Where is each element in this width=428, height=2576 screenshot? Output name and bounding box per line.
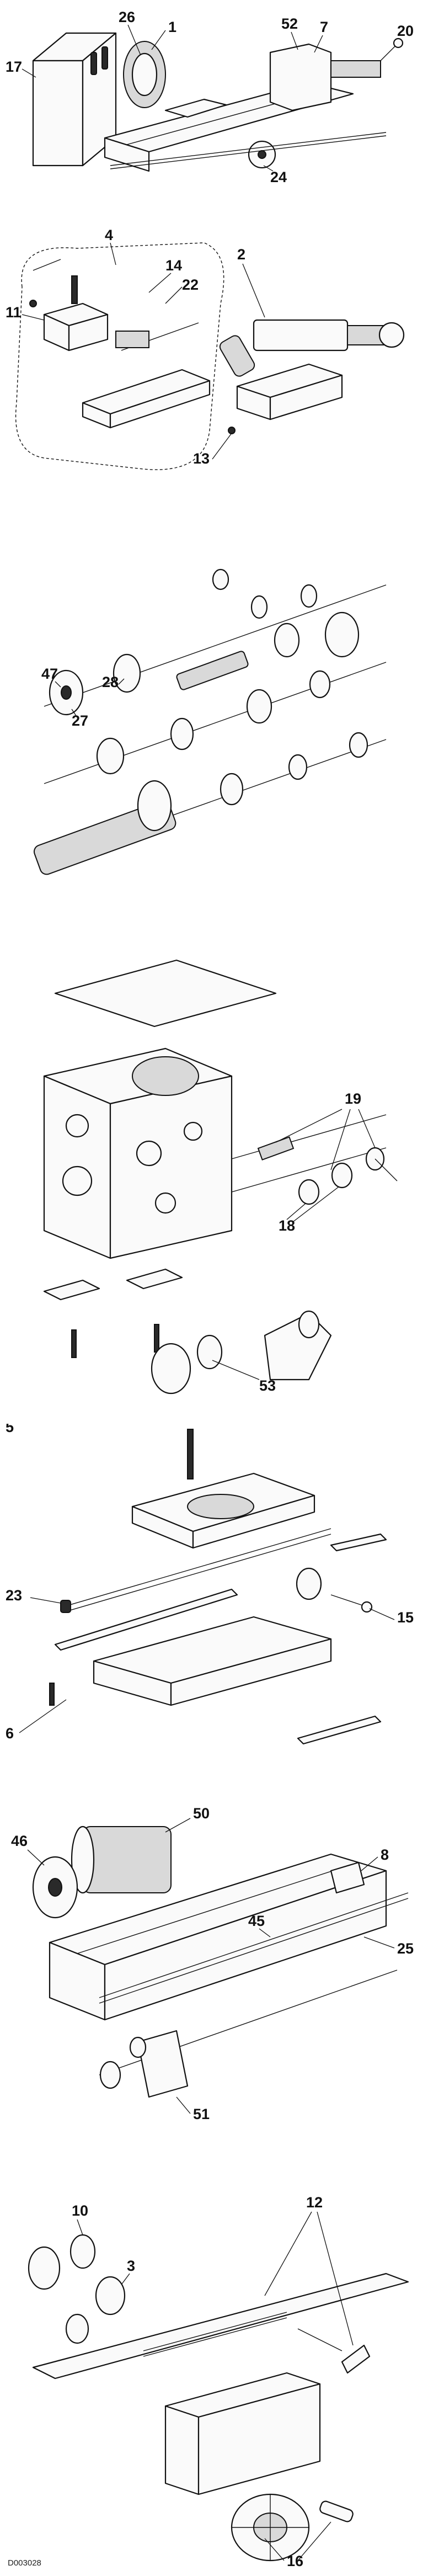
- callout-28: 28: [102, 674, 119, 690]
- gib-strip: [54, 1588, 238, 1651]
- panel-apron-handwheel: 10 12 3 16: [0, 2185, 428, 2572]
- gearbox-cover: [54, 959, 277, 1028]
- foot-left: [43, 1279, 100, 1301]
- callout-27: 27: [72, 712, 88, 729]
- carriage: [164, 98, 227, 118]
- apron-handwheel-drawing: 10 12 3 16: [28, 2194, 409, 2569]
- gear-10: [69, 2234, 96, 2269]
- panel-headstock-gearbox: 19 18 53: [0, 894, 428, 1424]
- lever-a: [90, 52, 97, 75]
- foot-right: [126, 1268, 183, 1290]
- spindle-flange: [137, 780, 172, 832]
- bed-front: [104, 137, 150, 172]
- toolpost-tailstock-drawing: 4 14 2 11 22 13: [6, 227, 405, 470]
- group-outline: [15, 242, 224, 470]
- shaft-middle: [44, 662, 387, 784]
- lathe-overview-drawing: 26 1 52 7 20 17 24: [6, 9, 414, 185]
- callout-10: 10: [72, 2202, 88, 2219]
- callout-46: 46: [11, 1833, 28, 1849]
- chuck-face: [131, 52, 158, 97]
- panel-lathe-overview: 26 1 52 7 20 17 24: [0, 0, 428, 221]
- motor: [82, 1826, 172, 1893]
- rail: [32, 2272, 409, 2380]
- callout-2: 2: [237, 246, 245, 263]
- callout-50: 50: [193, 1805, 210, 1822]
- panel-spindle-gear-train: 47 28 27: [0, 497, 428, 894]
- callout-20: 20: [397, 23, 414, 39]
- callout-19: 19: [345, 1090, 361, 1107]
- tailstock-body: [253, 319, 349, 352]
- tailstock-wheel: [378, 322, 405, 348]
- gib: [115, 331, 149, 348]
- gearbox-right: [109, 1075, 233, 1259]
- callout-22: 22: [182, 276, 199, 293]
- headstock-front: [32, 60, 84, 167]
- tailstock-quill: [330, 60, 381, 78]
- callout-1: 1: [168, 19, 176, 35]
- callout-51: 51: [193, 2106, 210, 2122]
- bed-motor-leadscrew-drawing: 50 46 8 45 25 51: [11, 1805, 414, 2122]
- apron-left: [164, 2405, 200, 2495]
- callout-12: 12: [306, 2194, 323, 2211]
- callout-3: 3: [127, 2258, 135, 2274]
- callout-5: 5: [6, 1424, 14, 1435]
- callout-24: 24: [270, 169, 287, 185]
- drive-worm: [176, 651, 249, 690]
- figure-code: D003028: [8, 2558, 41, 2568]
- callout-11: 11: [6, 304, 22, 321]
- callout-14: 14: [165, 257, 182, 274]
- foot-bolt-right: [154, 1324, 159, 1353]
- callout-13: 13: [193, 450, 210, 467]
- panel-toolpost-tailstock: 4 14 2 11 22 13: [0, 221, 428, 497]
- toolpost-bolt: [71, 275, 78, 304]
- callout-23: 23: [6, 1587, 22, 1604]
- callout-47: 47: [41, 666, 58, 682]
- gear-cluster-53: [151, 1343, 191, 1395]
- carriage-cross-slide-drawing: 5 23 15 6: [6, 1424, 414, 1745]
- callout-6: 6: [6, 1725, 14, 1742]
- callout-53: 53: [259, 1377, 276, 1394]
- headstock-gearbox-drawing: 19 18 53: [43, 959, 398, 1395]
- callout-15: 15: [397, 1609, 414, 1626]
- callout-52: 52: [281, 15, 298, 32]
- callout-25: 25: [397, 1940, 414, 1957]
- callout-18: 18: [279, 1217, 295, 1234]
- panel-bed-motor-leadscrew: 50 46 8 45 25 51: [0, 1788, 428, 2185]
- shaft-upper: [44, 584, 387, 707]
- callout-16: 16: [287, 2553, 303, 2569]
- callout-4: 4: [105, 227, 113, 243]
- slide-bolt: [187, 1429, 194, 1479]
- callout-17: 17: [6, 58, 22, 75]
- panel-carriage-cross-slide: 5 23 15 6: [0, 1424, 428, 1788]
- tailstock: [269, 43, 332, 111]
- quill: [219, 335, 255, 377]
- apron-front: [197, 2383, 321, 2495]
- callout-45: 45: [248, 1913, 265, 1929]
- callout-8: 8: [381, 1846, 389, 1863]
- callout-26: 26: [119, 9, 135, 25]
- banjo-bracket: [264, 1312, 332, 1381]
- callout-7: 7: [320, 19, 328, 35]
- spindle-gear-train-drawing: 47 28 27: [33, 568, 387, 875]
- foot-bolt-left: [71, 1329, 77, 1358]
- end-bracket: [137, 2030, 189, 2098]
- lever-b: [101, 46, 108, 70]
